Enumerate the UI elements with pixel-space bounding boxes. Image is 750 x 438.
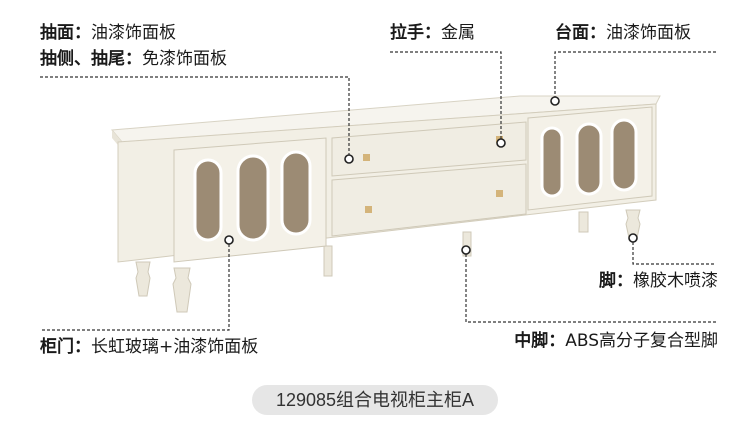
label-value: 长虹玻璃+油漆饰面板 (91, 337, 259, 357)
label-key: 中脚： (514, 331, 566, 351)
label-leg: 脚：橡胶木喷漆 (599, 271, 718, 291)
annotation-dots (224, 96, 638, 255)
label-drawer-side: 抽侧、抽尾：免漆饰面板 (40, 49, 227, 69)
label-key: 台面： (555, 23, 606, 43)
label-key: 脚： (599, 271, 633, 291)
label-key: 柜门： (40, 337, 91, 357)
label-handle: 拉手：金属 (390, 23, 475, 43)
label-key: 抽侧、抽尾： (40, 49, 142, 69)
label-key: 抽面： (40, 23, 91, 43)
label-key: 拉手： (390, 23, 441, 43)
cabinet-top (111, 95, 661, 143)
label-drawer-face: 抽面：油漆饰面板 (40, 23, 176, 43)
glass-panels (193, 118, 638, 242)
label-value: ABS高分子复合型脚 (565, 331, 718, 351)
label-middle-leg: 中脚：ABS高分子复合型脚 (514, 331, 718, 351)
label-value: 油漆饰面板 (91, 23, 176, 43)
label-value: 金属 (441, 23, 475, 43)
label-value: 橡胶木喷漆 (633, 271, 718, 291)
product-caption: 129085组合电视柜主柜A (252, 385, 498, 415)
bottom-drawer (331, 163, 527, 237)
label-top: 台面：油漆饰面板 (555, 23, 691, 43)
label-value: 油漆饰面板 (606, 23, 691, 43)
label-value: 免漆饰面板 (142, 49, 227, 69)
label-door: 柜门：长虹玻璃+油漆饰面板 (40, 337, 258, 357)
leader-lines (40, 51, 716, 331)
top-drawer (331, 121, 527, 177)
